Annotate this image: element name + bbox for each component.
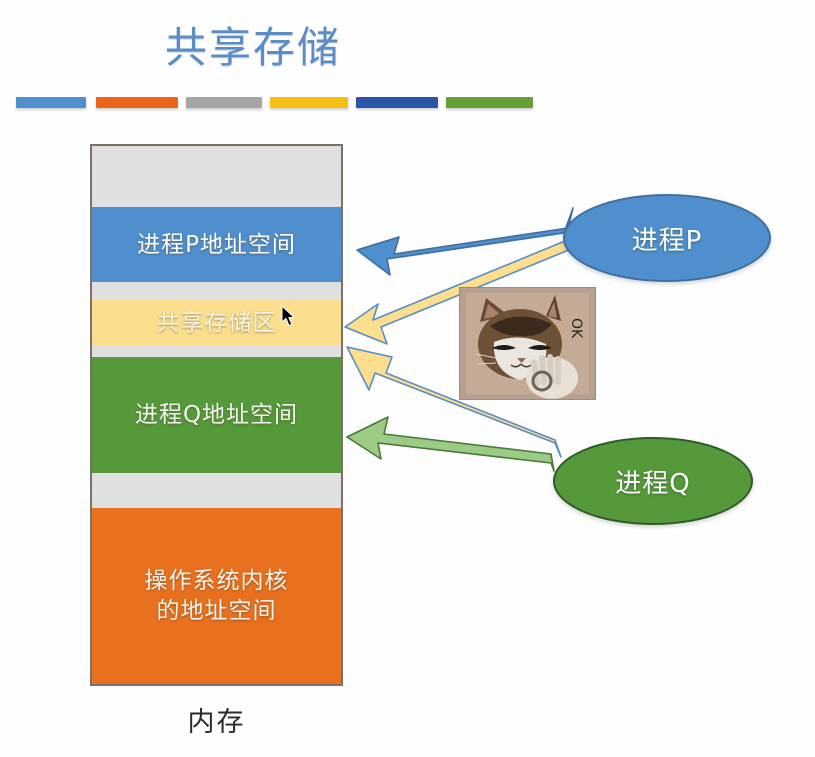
- svg-text:OK: OK: [568, 318, 584, 339]
- process-q-node[interactable]: 进程Q: [553, 437, 753, 525]
- os-kernel-address-space: 操作系统内核 的地址空间: [92, 508, 341, 684]
- process-p-address-space: 进程P地址空间: [92, 207, 341, 282]
- shared-memory-region-label: 共享存储区: [156, 309, 277, 336]
- process-q-address-space-label: 进程Q地址空间: [134, 402, 299, 428]
- bar-gray: [186, 97, 262, 108]
- cat-ok-meme: OK: [459, 287, 596, 400]
- arrow-q-to-own-space: [346, 416, 555, 472]
- accent-bar-group: [8, 97, 533, 111]
- bar-darkblue: [356, 97, 438, 108]
- bar-yellow: [270, 97, 348, 108]
- bar-blue: [16, 97, 86, 108]
- free-space-gap-3: [92, 473, 341, 508]
- bar-green: [446, 97, 533, 108]
- free-space-gap-2: [92, 345, 341, 357]
- process-q-address-space: 进程Q地址空间: [92, 357, 341, 473]
- memory-label: 内存: [187, 707, 246, 738]
- arrow-p-to-own-space: [356, 207, 574, 276]
- os-kernel-address-space-label: 操作系统内核 的地址空间: [144, 568, 289, 624]
- cat-ok-meme-graphic: OK: [460, 288, 595, 399]
- process-p-address-space-label: 进程P地址空间: [137, 231, 296, 258]
- bar-orange: [96, 97, 178, 108]
- process-q-node-label: 进程Q: [615, 468, 691, 499]
- shared-memory-region: 共享存储区: [92, 300, 341, 345]
- free-space-gap-1: [92, 282, 341, 300]
- process-p-node[interactable]: 进程P: [563, 194, 771, 282]
- process-p-node-label: 进程P: [631, 225, 703, 256]
- page-title: 共享存储: [165, 23, 342, 72]
- memory-diagram: 进程P地址空间共享存储区进程Q地址空间操作系统内核 的地址空间: [90, 144, 343, 686]
- free-space-top: [92, 146, 341, 207]
